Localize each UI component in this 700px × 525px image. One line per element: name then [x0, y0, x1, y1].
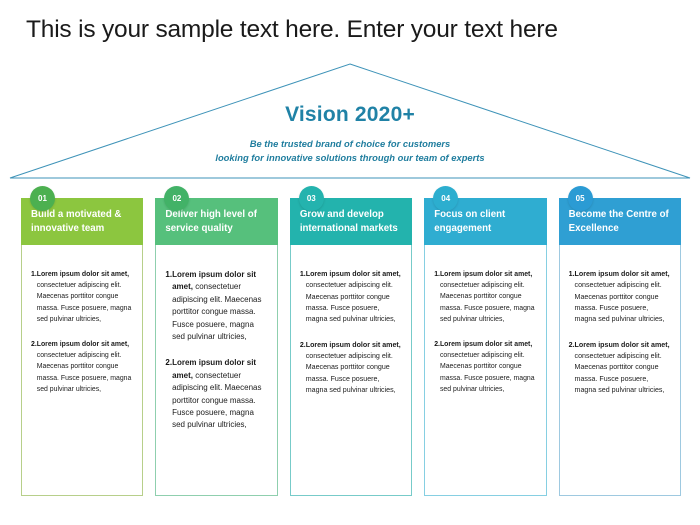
list-item-number: 2.	[31, 340, 37, 348]
pillar-body-card: 1.Lorem ipsum dolor sit amet, consectetu…	[155, 245, 278, 496]
list-item-text: Lorem ipsum dolor sit amet, consectetuer…	[306, 340, 402, 397]
list-item-rest: consectetuer adipiscing elit. Maecenas p…	[439, 282, 535, 323]
list-item-number: 1.	[434, 271, 440, 278]
pillar-body-card: 1.Lorem ipsum dolor sit amet, consectetu…	[21, 245, 144, 496]
list-item-lead: Lorem ipsum dolor sit amet,	[574, 340, 670, 349]
vision-subtitle-line-2: looking for innovative solutions through…	[215, 151, 485, 163]
list-item: 2.Lorem ipsum dolor sit amet, consectetu…	[569, 340, 671, 397]
list-item-number: 2.	[299, 340, 306, 349]
step-number-badge: 01	[30, 186, 55, 211]
list-item-rest: consectetuer adipiscing elit. Maecenas p…	[36, 352, 132, 393]
step-number-badge: 05	[567, 186, 593, 211]
pillar-body-card: 1.Lorem ipsum dolor sit amet, consectetu…	[558, 245, 682, 496]
list-item-number: 1.	[299, 270, 306, 278]
list-item: 1.Lorem ipsum dolor sit amet, consectetu…	[434, 269, 536, 325]
list-item-number: 2.	[568, 340, 575, 349]
list-item-text: Lorem ipsum dolor sit amet, consectetuer…	[172, 357, 268, 431]
step-number-badge: 03	[298, 186, 324, 211]
vision-subtitle-line-1: Be the trusted brand of choice for custo…	[249, 138, 451, 149]
pillar-header: Grow and develop international markets	[289, 198, 413, 245]
list-item-number: 1.	[568, 270, 575, 278]
vision-heading: Vision 2020+	[285, 103, 415, 126]
list-item-rest: consectetuer adipiscing elit. Maecenas p…	[305, 281, 396, 324]
list-item: 1.Lorem ipsum dolor sit amet, consectetu…	[569, 269, 671, 326]
list-item-text: Lorem ipsum dolor sit amet, consectetuer…	[37, 269, 134, 325]
list-item-number: 1.	[31, 271, 37, 278]
list-item-text: Lorem ipsum dolor sit amet, consectetuer…	[37, 339, 134, 395]
list-item-rest: consectetuer adipiscing elit. Maecenas p…	[439, 352, 535, 393]
list-item-rest: consectetuer adipiscing elit. Maecenas p…	[574, 281, 665, 324]
vision-block: Vision 2020+ Be the trusted brand of cho…	[0, 103, 700, 164]
pillar-body-card: 1.Lorem ipsum dolor sit amet, consectetu…	[424, 245, 547, 496]
list-item-text: Lorem ipsum dolor sit amet, consectetuer…	[440, 339, 537, 395]
list-item-lead: Lorem ipsum dolor sit amet,	[305, 270, 401, 278]
list-item-rest: consectetuer adipiscing elit. Maecenas p…	[172, 282, 262, 341]
list-item-number: 2.	[434, 340, 440, 348]
list-item: 1.Lorem ipsum dolor sit amet, consectetu…	[31, 269, 133, 325]
list-item-lead: Lorem ipsum dolor sit amet,	[172, 270, 257, 292]
list-item-rest: consectetuer adipiscing elit. Maecenas p…	[574, 352, 665, 395]
list-item-text: Lorem ipsum dolor sit amet, consectetuer…	[440, 269, 537, 325]
list-item: 2.Lorem ipsum dolor sit amet, consectetu…	[434, 339, 536, 395]
list-item: 1.Lorem ipsum dolor sit amet, consectetu…	[165, 269, 267, 343]
list-item-lead: Lorem ipsum dolor sit amet,	[439, 340, 533, 348]
list-item-number: 2.	[165, 358, 173, 368]
list-item-lead: Lorem ipsum dolor sit amet,	[305, 340, 401, 349]
vision-subtitle: Be the trusted brand of choice for custo…	[0, 137, 700, 164]
list-item-rest: consectetuer adipiscing elit. Maecenas p…	[36, 282, 132, 323]
list-item-lead: Lorem ipsum dolor sit amet,	[172, 358, 257, 380]
list-item: 2.Lorem ipsum dolor sit amet, consectetu…	[31, 339, 133, 395]
list-item-rest: consectetuer adipiscing elit. Maecenas p…	[305, 352, 396, 395]
list-item: 2.Lorem ipsum dolor sit amet, consectetu…	[300, 340, 402, 397]
step-number-badge: 02	[164, 186, 190, 211]
list-item-number: 1.	[165, 270, 173, 279]
step-number-badge: 04	[433, 186, 459, 211]
list-item-text: Lorem ipsum dolor sit amet, consectetuer…	[306, 269, 402, 326]
list-item-lead: Lorem ipsum dolor sit amet,	[36, 271, 130, 278]
list-item-text: Lorem ipsum dolor sit amet, consectetuer…	[172, 269, 268, 343]
list-item: 2.Lorem ipsum dolor sit amet, consectetu…	[165, 357, 267, 431]
pillar-body-card: 1.Lorem ipsum dolor sit amet, consectetu…	[289, 245, 413, 496]
list-item: 1.Lorem ipsum dolor sit amet, consectetu…	[300, 269, 402, 326]
list-item-lead: Lorem ipsum dolor sit amet,	[439, 271, 533, 278]
list-item-lead: Lorem ipsum dolor sit amet,	[36, 340, 130, 348]
list-item-lead: Lorem ipsum dolor sit amet,	[574, 270, 670, 278]
list-item-text: Lorem ipsum dolor sit amet, consectetuer…	[575, 340, 671, 397]
page-title: This is your sample text here. Enter you…	[26, 16, 558, 43]
list-item-rest: consectetuer adipiscing elit. Maecenas p…	[172, 370, 262, 430]
list-item-text: Lorem ipsum dolor sit amet, consectetuer…	[575, 269, 671, 326]
